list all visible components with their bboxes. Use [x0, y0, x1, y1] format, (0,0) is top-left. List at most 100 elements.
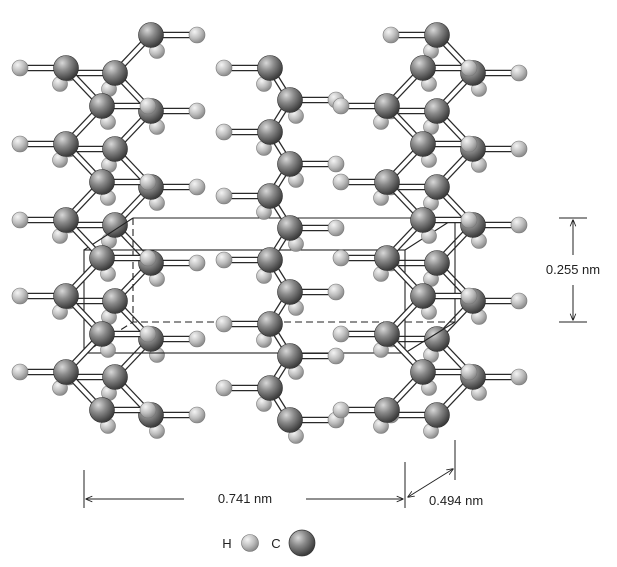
hydrogen-atom	[139, 97, 157, 115]
hydrogen-atom	[188, 102, 206, 120]
carbon-atom	[102, 212, 128, 238]
hydrogen-atom	[510, 368, 528, 386]
hydrogen-atom	[332, 97, 350, 115]
b-dimension-label: 0.494 nm	[429, 493, 483, 508]
hydrogen-atom	[11, 135, 29, 153]
hydrogen-atom	[510, 216, 528, 234]
legend-carbon-sphere	[288, 529, 316, 557]
hydrogen-atom	[332, 325, 350, 343]
atom-legend: H C	[222, 529, 316, 557]
carbon-atom	[89, 93, 115, 119]
carbon-atom	[277, 215, 303, 241]
carbon-atom	[374, 397, 400, 423]
carbon-atom	[410, 207, 436, 233]
carbon-atom	[89, 245, 115, 271]
hydrogen-atom	[332, 249, 350, 267]
carbon-atom	[277, 279, 303, 305]
unit-cell-front-face	[83, 249, 406, 354]
hydrogen-atom	[11, 363, 29, 381]
hydrogen-atom	[188, 26, 206, 44]
carbon-atom	[102, 60, 128, 86]
carbon-atom	[424, 402, 450, 428]
hydrogen-atom	[188, 330, 206, 348]
carbon-atom	[53, 55, 79, 81]
carbon-atom	[424, 174, 450, 200]
hydrogen-atom	[139, 325, 157, 343]
a-dimension-label: 0.741 nm	[218, 491, 272, 506]
carbon-atom	[257, 55, 283, 81]
hydrogen-atom	[327, 283, 345, 301]
b-dimension	[408, 440, 456, 497]
carbon-atom	[424, 98, 450, 124]
hydrogen-atom	[188, 406, 206, 424]
carbon-atom	[102, 136, 128, 162]
carbon-atom	[410, 55, 436, 81]
hydrogen-atom	[215, 379, 233, 397]
carbon-atom	[410, 131, 436, 157]
hydrogen-atom	[11, 287, 29, 305]
hydrogen-atom	[460, 211, 478, 229]
polymer-chains-front	[11, 55, 478, 444]
hydrogen-atom	[215, 187, 233, 205]
carbon-atom	[410, 359, 436, 385]
hydrogen-atom	[460, 59, 478, 77]
carbon-atom	[277, 343, 303, 369]
carbon-atom	[89, 169, 115, 195]
hydrogen-atom	[510, 64, 528, 82]
carbon-atom	[257, 183, 283, 209]
hydrogen-atom	[460, 363, 478, 381]
carbon-atom	[257, 119, 283, 145]
carbon-atom	[53, 207, 79, 233]
carbon-atom	[257, 311, 283, 337]
hydrogen-atom	[332, 401, 350, 419]
carbon-atom	[257, 375, 283, 401]
hydrogen-atom	[327, 219, 345, 237]
hydrogen-atom	[460, 287, 478, 305]
hydrogen-atom	[215, 59, 233, 77]
hydrogen-atom	[510, 140, 528, 158]
hydrogen-atom	[139, 173, 157, 191]
c-dimension	[559, 217, 587, 323]
carbon-atom	[424, 22, 450, 48]
carbon-atom	[89, 397, 115, 423]
carbon-atom	[53, 131, 79, 157]
hydrogen-atom	[460, 135, 478, 153]
hydrogen-atom	[327, 155, 345, 173]
hydrogen-atom	[510, 292, 528, 310]
hydrogen-atom	[139, 249, 157, 267]
hydrogen-atom	[332, 173, 350, 191]
hydrogen-atom	[188, 254, 206, 272]
carbon-atom	[257, 247, 283, 273]
carbon-atom	[277, 87, 303, 113]
carbon-atom	[53, 283, 79, 309]
carbon-atom	[410, 283, 436, 309]
c-dimension-label: 0.255 nm	[546, 262, 600, 277]
carbon-atom	[277, 151, 303, 177]
unit-cell-bottom-right-edge	[404, 321, 456, 354]
carbon-atom	[277, 407, 303, 433]
legend-carbon-label: C	[271, 536, 280, 551]
carbon-atom	[374, 169, 400, 195]
hydrogen-atom	[382, 26, 400, 44]
carbon-atom	[102, 364, 128, 390]
carbon-atom	[424, 326, 450, 352]
carbon-atom	[374, 245, 400, 271]
carbon-atom	[53, 359, 79, 385]
legend-hydrogen-label: H	[222, 536, 231, 551]
hydrogen-atom	[215, 251, 233, 269]
hydrogen-atom	[11, 59, 29, 77]
carbon-atom	[89, 321, 115, 347]
b-dimension-arrow	[408, 469, 453, 497]
carbon-atom	[374, 321, 400, 347]
carbon-atom	[424, 250, 450, 276]
carbon-atom	[374, 93, 400, 119]
hydrogen-atom	[215, 123, 233, 141]
legend-hydrogen-sphere	[241, 534, 259, 552]
hydrogen-atom	[188, 178, 206, 196]
a-dimension	[83, 462, 406, 508]
hydrogen-atom	[11, 211, 29, 229]
carbon-atom	[138, 22, 164, 48]
hydrogen-atom	[139, 401, 157, 419]
